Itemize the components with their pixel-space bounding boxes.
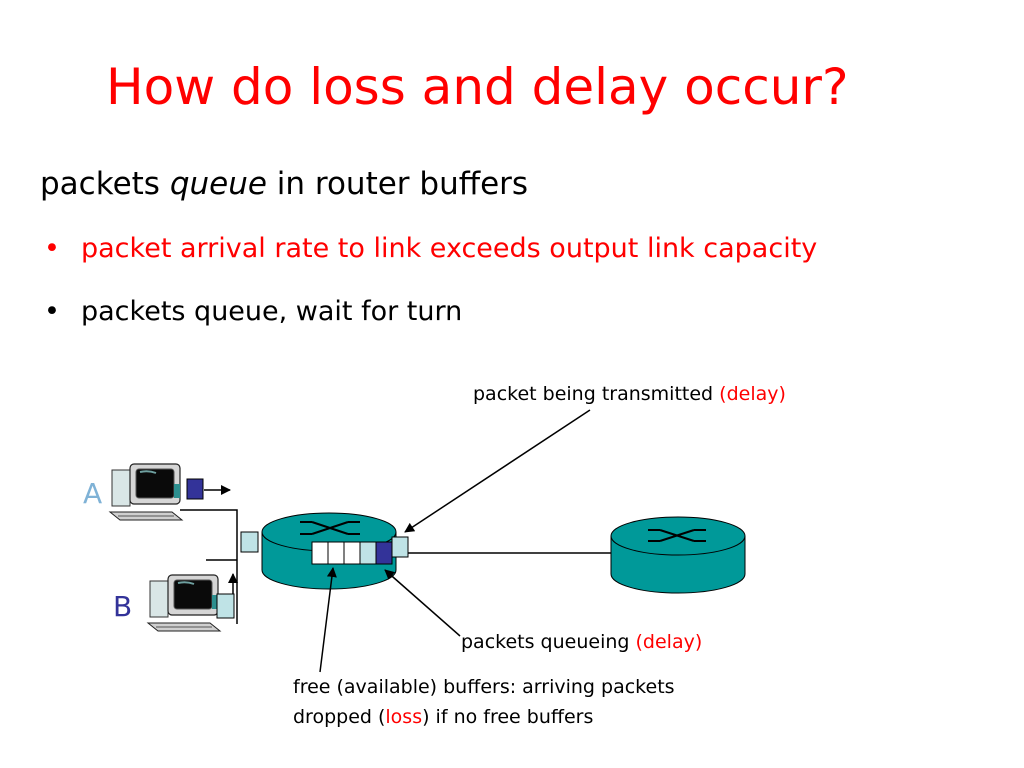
access-link bbox=[180, 509, 238, 624]
label-text: packets queueing bbox=[461, 631, 636, 653]
outgoing-packet-a bbox=[186, 478, 204, 500]
annotation-arrow-free bbox=[319, 567, 337, 673]
subtitle-em: queue bbox=[169, 166, 267, 202]
bullet-dot: • bbox=[44, 233, 60, 264]
host-label-a: A bbox=[83, 477, 103, 510]
bullet-dot: • bbox=[44, 296, 60, 327]
outgoing-packet-b bbox=[216, 593, 235, 619]
annotation-arrow-queueing bbox=[384, 569, 461, 637]
label-free-buffers-line1: free (available) buffers: arriving packe… bbox=[293, 676, 675, 698]
label-packet-transmitted: packet being transmitted (delay) bbox=[473, 383, 786, 405]
computer-icon bbox=[146, 574, 222, 632]
label-text: ) if no free buffers bbox=[422, 706, 594, 728]
router-icon bbox=[610, 516, 746, 594]
label-text: packet being transmitted bbox=[473, 383, 720, 405]
annotation-arrow-transmitted bbox=[404, 409, 591, 533]
label-packets-queueing: packets queueing (delay) bbox=[461, 631, 702, 653]
slide-title: How do loss and delay occur? bbox=[106, 58, 849, 116]
arriving-packet bbox=[240, 531, 259, 553]
host-label-b: B bbox=[113, 590, 133, 623]
computer-icon bbox=[108, 463, 184, 521]
bullet-text: packets queue, wait for turn bbox=[81, 296, 463, 327]
transmitting-packet bbox=[391, 536, 409, 558]
label-delay: (delay) bbox=[635, 631, 703, 653]
label-delay: (delay) bbox=[719, 383, 786, 405]
subtitle-pre: packets bbox=[40, 166, 170, 202]
label-loss: loss bbox=[385, 706, 423, 728]
slide-subtitle: packets queue in router buffers bbox=[40, 166, 528, 202]
label-free-buffers-line2: dropped (loss) if no free buffers bbox=[293, 706, 593, 728]
label-text: dropped ( bbox=[293, 706, 386, 728]
subtitle-post: in router buffers bbox=[266, 166, 529, 202]
buffer-queue bbox=[311, 541, 393, 565]
bullet-text: packet arrival rate to link exceeds outp… bbox=[81, 233, 818, 264]
